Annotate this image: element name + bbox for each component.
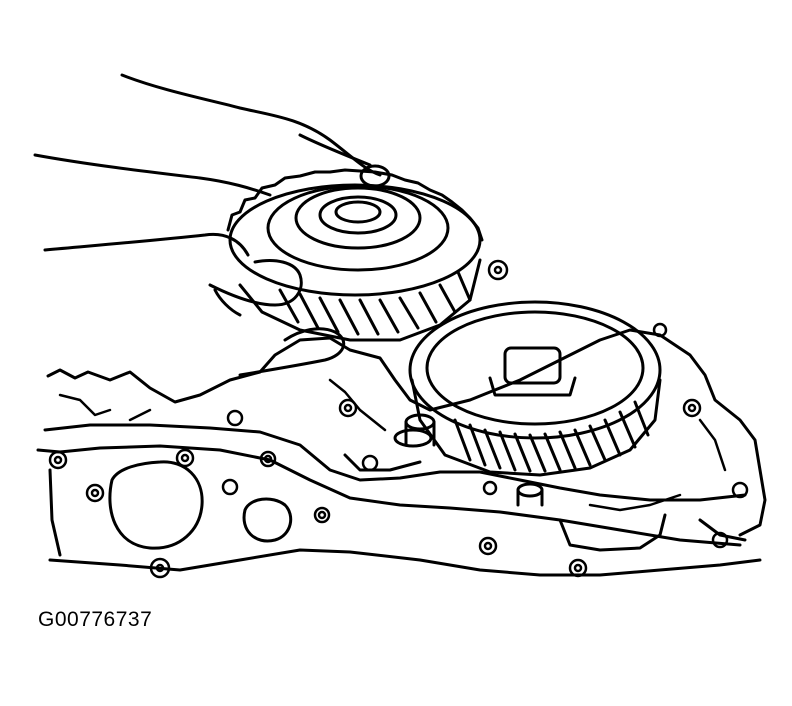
bolt-holes bbox=[50, 261, 747, 577]
counter-drive-gear bbox=[228, 170, 482, 340]
counter-driven-gear bbox=[410, 302, 660, 475]
shaft-pin bbox=[395, 415, 542, 505]
case-ribs bbox=[60, 380, 725, 510]
hands bbox=[35, 75, 389, 375]
figure-id-label: G00776737 bbox=[38, 608, 153, 631]
transaxle-case-outline bbox=[38, 330, 765, 575]
gear-removal-illustration bbox=[0, 0, 792, 600]
housing-bore bbox=[110, 462, 291, 548]
